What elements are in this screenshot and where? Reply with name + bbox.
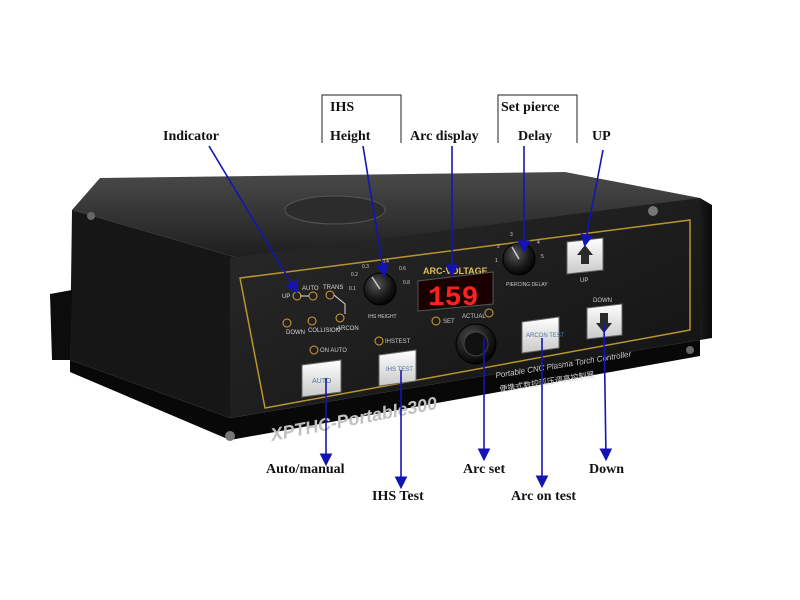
ihs-callout-bottom: Height <box>330 129 371 144</box>
screw <box>225 431 235 441</box>
svg-text:0.2: 0.2 <box>351 272 358 278</box>
embossed-logo <box>284 195 386 225</box>
led <box>307 316 317 326</box>
indicator-arrow <box>208 145 298 294</box>
indicator-up-label: UP <box>282 294 290 300</box>
arc-on-test-callout: Arc on test <box>511 489 577 504</box>
svg-text:ARCON TEST: ARCON TEST <box>526 333 565 339</box>
indicator-cluster: UP AUTO TRANS DOWN COLLISION ARCON <box>282 285 359 336</box>
svg-text:1: 1 <box>495 258 498 264</box>
svg-text:DOWN: DOWN <box>593 298 612 304</box>
on-auto-label: ON AUTO <box>320 348 347 354</box>
piercing-delay-knob-label: PIERCING DELAY <box>506 282 548 288</box>
ihs-callout-top: IHS <box>330 100 355 115</box>
up-arrow-icon <box>577 245 593 264</box>
svg-text:5: 5 <box>541 254 544 260</box>
svg-text:2: 2 <box>497 244 500 250</box>
ihs-height-knob[interactable] <box>363 272 397 306</box>
svg-text:IHS TEST: IHS TEST <box>386 367 413 373</box>
auto-button[interactable]: AUTO <box>301 359 342 398</box>
screw <box>686 346 694 354</box>
up-arrow <box>580 149 604 248</box>
led <box>335 313 345 323</box>
down-button[interactable]: DOWN <box>586 298 623 340</box>
up-button[interactable]: UP <box>566 237 604 284</box>
indicator-trans-label: TRANS <box>323 285 343 291</box>
screw <box>648 206 658 216</box>
down-arrow <box>599 322 613 462</box>
svg-text:0.3: 0.3 <box>362 264 369 270</box>
indicator-auto-label: AUTO <box>302 286 319 292</box>
display-digits: 159 <box>428 283 478 314</box>
ihs-height-arrow <box>362 145 389 278</box>
up-callout: UP <box>592 129 611 144</box>
svg-text:0.6: 0.6 <box>399 266 406 272</box>
set-pierce-callout-top: Set pierce <box>501 100 560 115</box>
ihs-callout-bracket <box>321 94 402 143</box>
indicator-down-label: DOWN <box>286 330 305 336</box>
actual-led-label: ACTUAL <box>462 314 486 320</box>
svg-text:AUTO: AUTO <box>312 378 332 385</box>
ihs-knob-scale: 0.3 0.2 0.1 0.6 0.8 0.4 IHS HEIGHT <box>349 259 410 320</box>
callout-arrows <box>208 145 613 490</box>
set-pierce-callout-bottom: Delay <box>518 129 553 144</box>
panel-outline <box>239 219 691 409</box>
ihs-height-knob-label: IHS HEIGHT <box>368 314 397 320</box>
delay-knob-scale: 1 2 3 4 5 PIERCING DELAY <box>495 232 548 288</box>
set-led-label: SET <box>443 319 455 325</box>
arc-display-callout: Arc display <box>410 129 479 144</box>
piercing-delay-knob[interactable] <box>502 242 536 276</box>
screw <box>87 212 95 220</box>
svg-text:3: 3 <box>510 232 513 238</box>
arc-set-knob[interactable] <box>455 323 497 365</box>
svg-text:0.4: 0.4 <box>382 259 389 265</box>
down-callout: Down <box>589 462 625 477</box>
set-pierce-callout-bracket <box>497 94 578 143</box>
arcon-test-button[interactable]: ARCON TEST <box>521 316 565 354</box>
led <box>282 318 292 328</box>
indicator-collision-label: COLLISION <box>308 328 340 334</box>
svg-text:0.8: 0.8 <box>403 280 410 286</box>
right-side <box>700 198 712 340</box>
ihs-test-led-label: IHSTEST <box>385 339 411 345</box>
svg-text:4: 4 <box>537 240 540 246</box>
rear-foot <box>50 290 72 360</box>
left-side <box>70 210 238 418</box>
indicator-callout: Indicator <box>163 129 219 144</box>
indicator-arcon-label: ARCON <box>337 326 359 332</box>
ihs-test-callout: IHS Test <box>372 489 424 504</box>
svg-text:UP: UP <box>580 278 588 284</box>
arc-set-callout: Arc set <box>463 462 506 477</box>
auto-manual-callout: Auto/manual <box>266 462 345 477</box>
svg-text:0.1: 0.1 <box>349 286 356 292</box>
ihs-test-button[interactable]: IHS TEST <box>378 349 417 387</box>
